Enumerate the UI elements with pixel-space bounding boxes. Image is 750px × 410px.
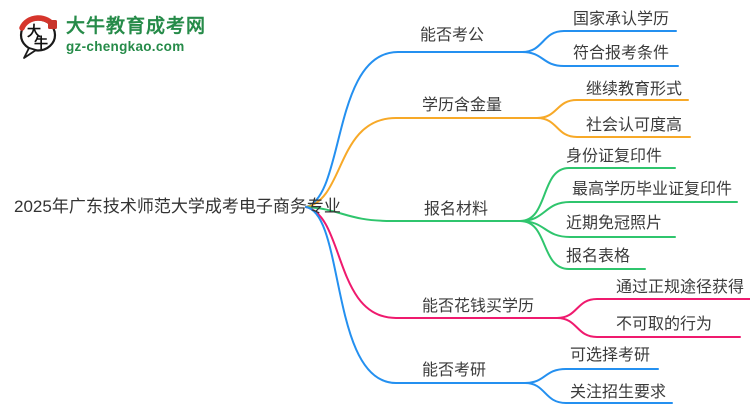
- branch-2-leaf-1-line: [536, 99, 689, 119]
- branch-1-line: [305, 51, 523, 208]
- leaf-label: 近期免冠照片: [566, 215, 663, 232]
- branch-3-label: 报名材料: [424, 201, 489, 218]
- branch-2-leaf-2-line: [536, 117, 691, 138]
- leaf-label: 国家承认学历: [573, 11, 670, 28]
- branch-2-line: [305, 117, 538, 208]
- branch-1-leaf-1-line: [521, 30, 677, 53]
- branch-5-label: 能否考研: [422, 362, 487, 379]
- branch-3-leaf-2-line: [519, 201, 738, 222]
- branch-4-line: [305, 206, 558, 319]
- leaf-label: 社会认可度高: [586, 117, 683, 134]
- branch-4-leaf-1-line: [556, 298, 750, 319]
- leaf-label: 关注招生要求: [570, 384, 667, 401]
- leaf-label: 最高学历毕业证复印件: [572, 181, 733, 198]
- leaf-label: 报名表格: [566, 248, 631, 265]
- branch-3-leaf-1-line: [519, 167, 676, 222]
- logo-char-bottom: 牛: [34, 35, 48, 51]
- logo-char-top: 大: [27, 23, 41, 39]
- central-topic: 2025年广东技术师范大学成考电子商务专业: [14, 197, 341, 216]
- branch-3-line: [305, 206, 521, 222]
- branch-3-leaf-4-line: [519, 220, 646, 270]
- leaf-label: 不可取的行为: [616, 316, 713, 333]
- branch-1-label: 能否考公: [420, 27, 485, 44]
- branch-2-label: 学历含金量: [422, 97, 503, 114]
- logo-title: 大牛教育成考网: [66, 16, 207, 37]
- branch-1-leaf-2-line: [521, 51, 679, 67]
- site-logo: 大 牛 大牛教育成考网 gz-chengkao.com: [18, 11, 206, 61]
- leaf-label: 可选择考研: [570, 347, 651, 364]
- branch-5-leaf-2-line: [524, 382, 673, 404]
- logo-domain: gz-chengkao.com: [66, 39, 185, 54]
- leaf-label: 继续教育形式: [586, 81, 683, 98]
- branch-4-label: 能否花钱买学历: [422, 298, 535, 315]
- branch-5-leaf-1-line: [524, 368, 659, 384]
- logo-bull-icon: 大 牛: [18, 11, 60, 61]
- leaf-label: 身份证复印件: [566, 148, 663, 165]
- leaf-label: 通过正规途径获得: [616, 279, 745, 296]
- leaf-label: 符合报考条件: [573, 45, 670, 62]
- branch-4-leaf-2-line: [556, 317, 741, 338]
- branch-5-line: [305, 206, 526, 384]
